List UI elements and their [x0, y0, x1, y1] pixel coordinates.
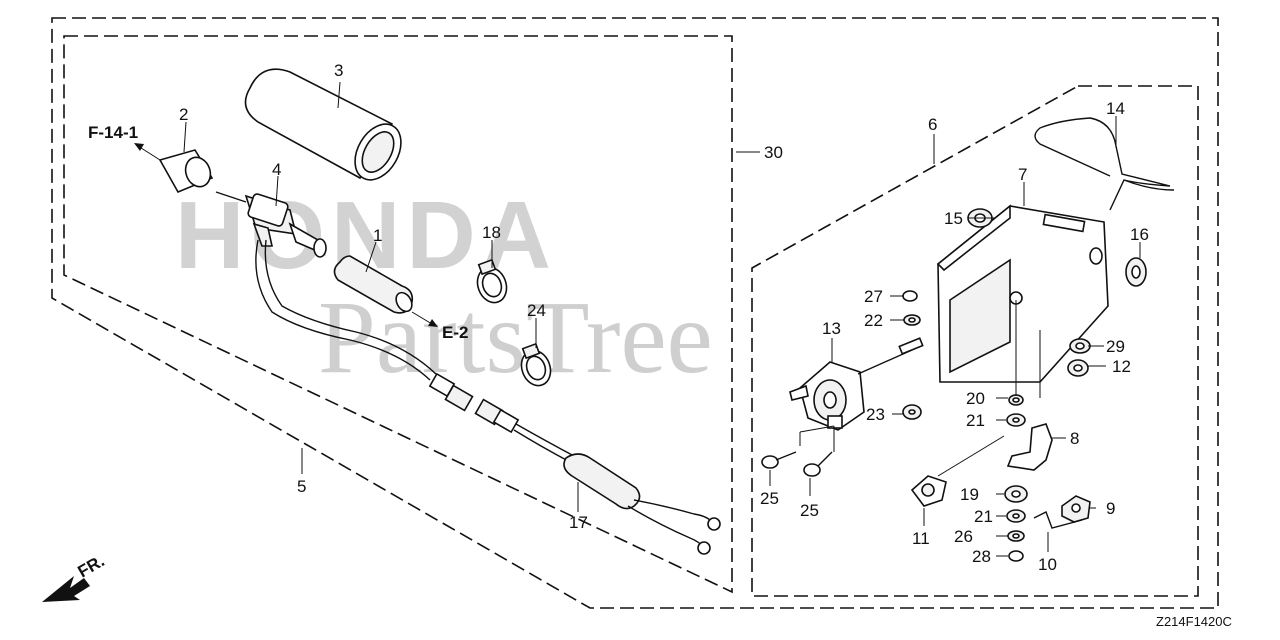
- cam-link-part: [910, 475, 947, 507]
- nut-29: [1069, 338, 1091, 354]
- callout-21-upper: 21: [966, 411, 985, 430]
- callout-14: 14: [1106, 99, 1125, 118]
- callout-11: 11: [912, 529, 930, 548]
- washer-26: [1007, 530, 1025, 542]
- clip-28: [1008, 550, 1024, 562]
- bracket-arm-part: [1006, 423, 1053, 471]
- callout-8: 8: [1070, 429, 1079, 448]
- valve-lead-wire: [255, 239, 474, 412]
- callout-25-left: 25: [760, 489, 779, 508]
- callout-20: 20: [966, 389, 985, 408]
- front-arrow-icon: [42, 576, 90, 602]
- callout-4: 4: [272, 160, 281, 179]
- callout-23: 23: [866, 405, 885, 424]
- washer-20: [1008, 394, 1024, 406]
- ref-arrow-e2: [411, 311, 438, 327]
- callout-18: 18: [482, 223, 501, 242]
- hose-clip-lower: [520, 342, 552, 387]
- callout-30: 30: [764, 143, 783, 162]
- callout-13: 13: [822, 319, 841, 338]
- grommet-16: [1125, 257, 1147, 287]
- screw-25-left: [761, 451, 797, 469]
- right-group-boundary: [751, 85, 1199, 597]
- callout-9: 9: [1106, 499, 1115, 518]
- outer-kit-boundary: [51, 17, 1219, 609]
- callout-10: 10: [1038, 555, 1057, 574]
- callout-5: 5: [297, 477, 306, 496]
- callout-15: 15: [944, 209, 963, 228]
- callout-21-lower: 21: [974, 507, 993, 526]
- front-label: FR.: [75, 551, 108, 581]
- callout-29: 29: [1106, 337, 1125, 356]
- callout-16: 16: [1130, 225, 1149, 244]
- callout-28: 28: [972, 547, 991, 566]
- ref-label-e2: E-2: [442, 323, 468, 342]
- motor-unit-part: [789, 337, 924, 431]
- callout-7: 7: [1018, 165, 1027, 184]
- callout-3: 3: [334, 61, 343, 80]
- callout-17: 17: [569, 513, 588, 532]
- callout-6: 6: [928, 115, 937, 134]
- washer-22: [903, 314, 921, 326]
- hose-clip-upper: [476, 258, 508, 304]
- washer-21-lower: [1006, 509, 1026, 523]
- callout-19: 19: [960, 485, 979, 504]
- control-box-part: [936, 204, 1109, 383]
- callout-22: 22: [864, 311, 883, 330]
- rod-part: [1033, 511, 1083, 529]
- left-group-boundary: [63, 35, 733, 594]
- solenoid-valve-part: [215, 191, 327, 258]
- sleeve-part: [158, 149, 214, 194]
- callout-24: 24: [527, 301, 546, 320]
- tube-cover-part: [244, 68, 402, 181]
- leader-lines: [183, 81, 1141, 557]
- callout-26: 26: [954, 527, 973, 546]
- callout-25-right: 25: [800, 501, 819, 520]
- clip-27: [902, 290, 918, 302]
- callout-12: 12: [1112, 357, 1131, 376]
- callout-1: 1: [373, 226, 382, 245]
- wire-spring-part: [1034, 117, 1175, 211]
- fuel-hose-part: [333, 255, 414, 314]
- ref-label-f14: F-14-1: [88, 123, 138, 142]
- callout-27: 27: [864, 287, 883, 306]
- diagram-code: Z214F1420C: [1156, 614, 1232, 629]
- screw-25-right: [803, 451, 833, 477]
- nut-12: [1067, 359, 1089, 377]
- callout-2: 2: [179, 105, 188, 124]
- boss-part: [1061, 495, 1091, 523]
- nut-19: [1004, 485, 1028, 503]
- ref-arrow-f14: [134, 143, 161, 161]
- nut-23: [902, 404, 922, 420]
- wire-harness-part: [474, 398, 721, 555]
- washer-21-upper: [1006, 413, 1026, 427]
